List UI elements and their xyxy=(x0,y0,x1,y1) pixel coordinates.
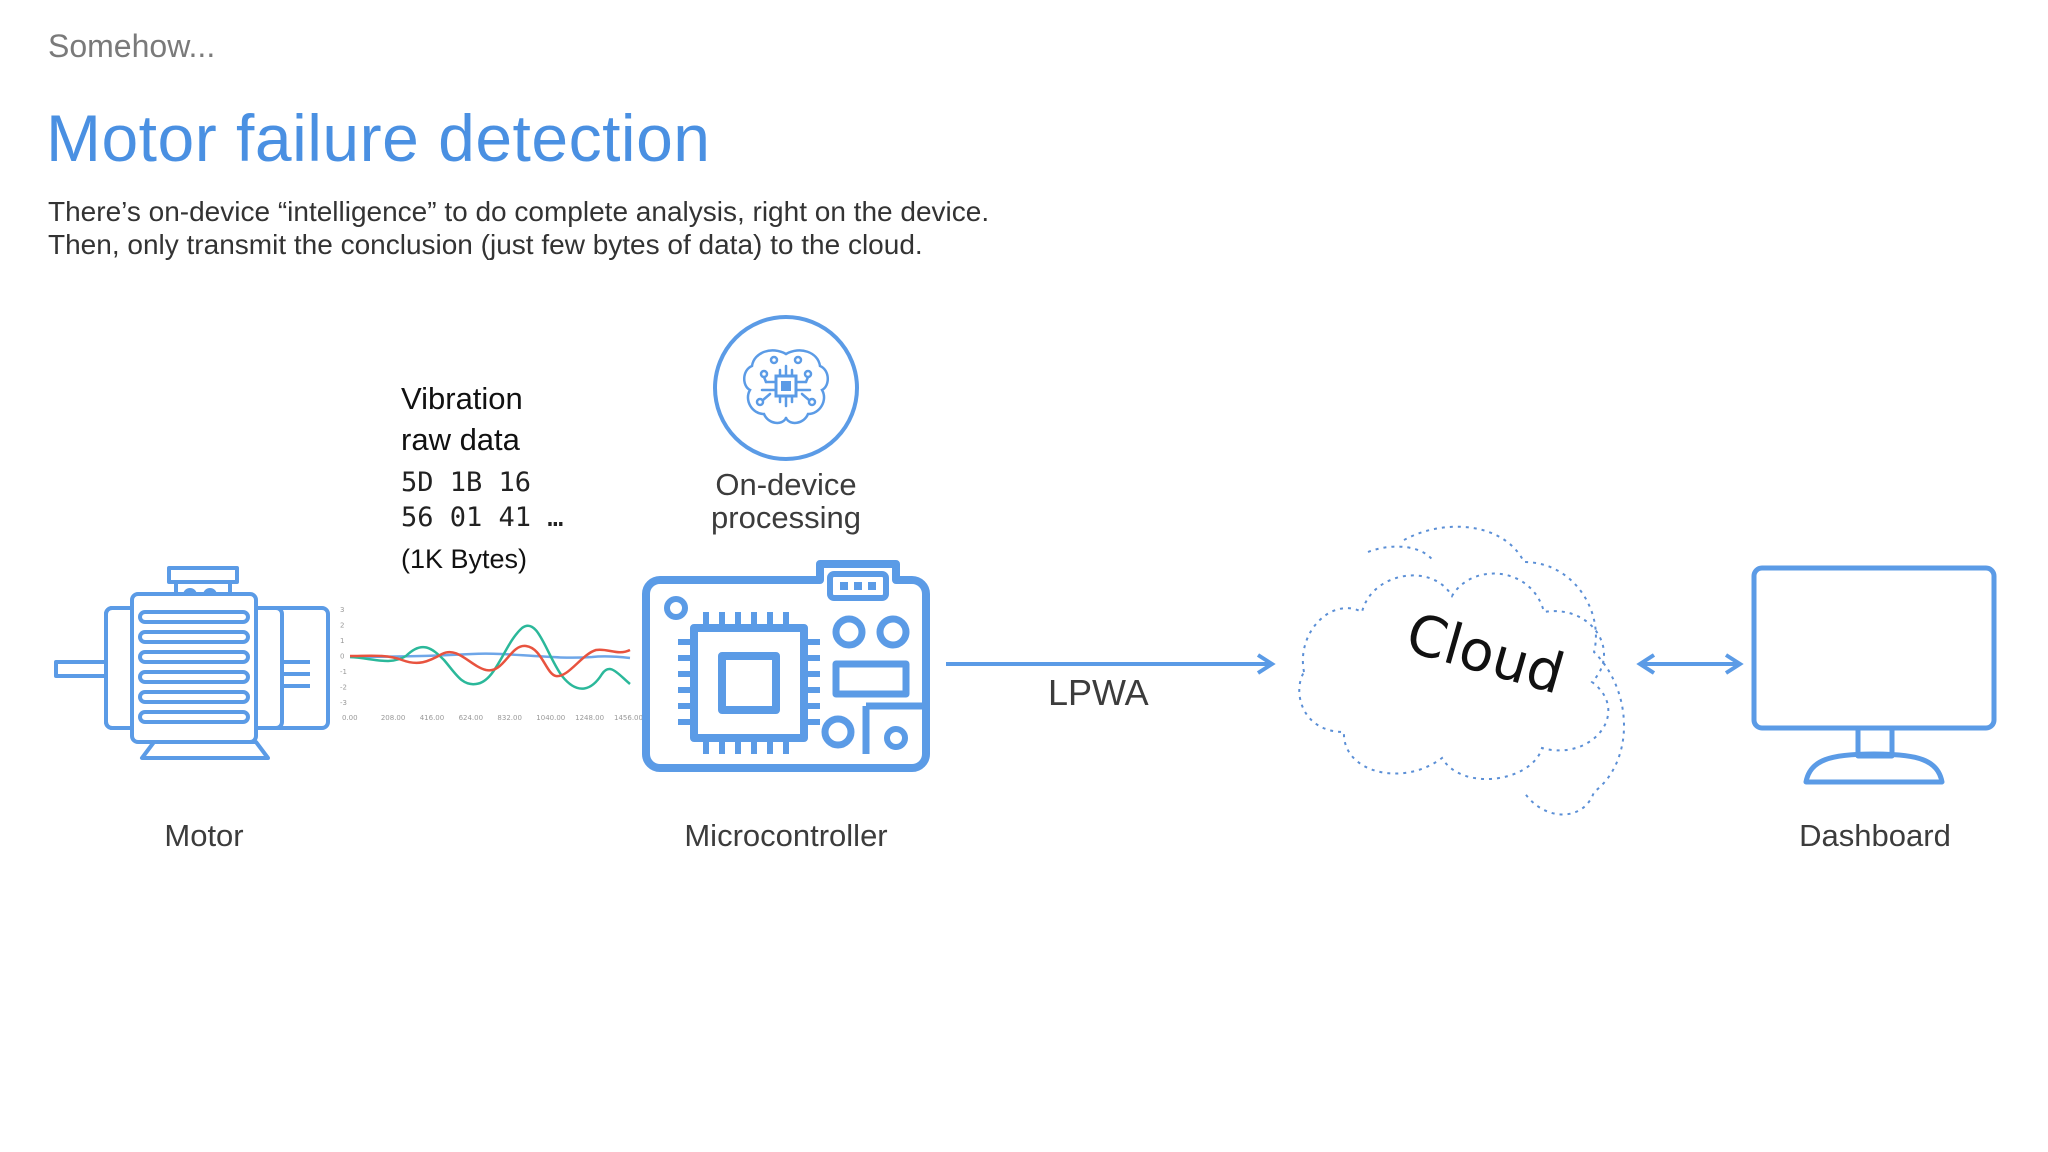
vibration-hex-data: 5D 1B 16 56 01 41 … xyxy=(401,465,564,535)
cloud-label: Cloud xyxy=(1399,601,1571,708)
microcontroller-label: Microcontroller xyxy=(684,818,888,853)
waveform-y-ticks: 3 2 1 0 -1 -2 -3 xyxy=(340,606,347,707)
vibration-label: Vibration raw data xyxy=(401,378,523,460)
subtitle-line-2: Then, only transmit the conclusion (just… xyxy=(48,229,923,260)
vibration-label-line-1: Vibration xyxy=(401,381,523,416)
waveform-y-tick: -2 xyxy=(340,684,347,692)
waveform-x-tick: 0.00 xyxy=(342,714,358,722)
subtitle-line-1: There’s on-device “intelligence” to do c… xyxy=(48,196,990,227)
microcontroller-icon xyxy=(642,560,930,772)
waveform-series-red xyxy=(349,644,631,678)
cloud-icon: Cloud xyxy=(1298,525,1625,816)
waveform-y-tick: -1 xyxy=(340,668,347,676)
waveform-x-tick: 1248.00 xyxy=(575,714,604,722)
waveform-x-tick: 208.00 xyxy=(381,714,406,722)
data-size-label: (1K Bytes) xyxy=(401,544,528,574)
waveform-y-tick: 2 xyxy=(340,622,344,630)
vibration-label-line-2: raw data xyxy=(401,422,520,457)
processing-label-line-2: processing xyxy=(711,500,861,535)
dashboard-label: Dashboard xyxy=(1799,818,1951,853)
eyebrow-text: Somehow... xyxy=(48,28,216,64)
vibration-waveform-chart: 3 2 1 0 -1 -2 -3 0.00 208.00 416.00 624.00 832.00 1… xyxy=(340,606,643,722)
waveform-y-tick: -3 xyxy=(340,699,347,707)
brain-chip-icon xyxy=(713,315,859,461)
waveform-x-tick: 624.00 xyxy=(459,714,484,722)
page-title: Motor failure detection xyxy=(46,101,711,175)
waveform-x-tick: 1456.00 xyxy=(614,714,643,722)
hex-line-2: 56 01 41 … xyxy=(401,502,564,533)
hex-line-1: 5D 1B 16 xyxy=(401,467,532,498)
waveform-x-ticks: 0.00 208.00 416.00 624.00 832.00 1040.00 1248.… xyxy=(342,714,643,722)
motor-label: Motor xyxy=(164,818,244,853)
processing-label-line-1: On-device xyxy=(715,467,857,502)
waveform-series-green xyxy=(349,624,631,690)
bidirectional-arrow xyxy=(1636,653,1744,675)
waveform-x-tick: 416.00 xyxy=(420,714,445,722)
lpwa-arrow xyxy=(946,653,1276,675)
waveform-y-tick: 0 xyxy=(340,653,344,661)
waveform-y-tick: 1 xyxy=(340,637,344,645)
motor-icon xyxy=(54,566,330,760)
waveform-y-tick: 3 xyxy=(340,606,344,614)
waveform-x-tick: 832.00 xyxy=(497,714,522,722)
monitor-icon xyxy=(1751,565,1997,785)
processing-label: On-device processing xyxy=(660,468,912,534)
lpwa-label: LPWA xyxy=(1048,672,1149,713)
waveform-x-tick: 1040.00 xyxy=(536,714,565,722)
